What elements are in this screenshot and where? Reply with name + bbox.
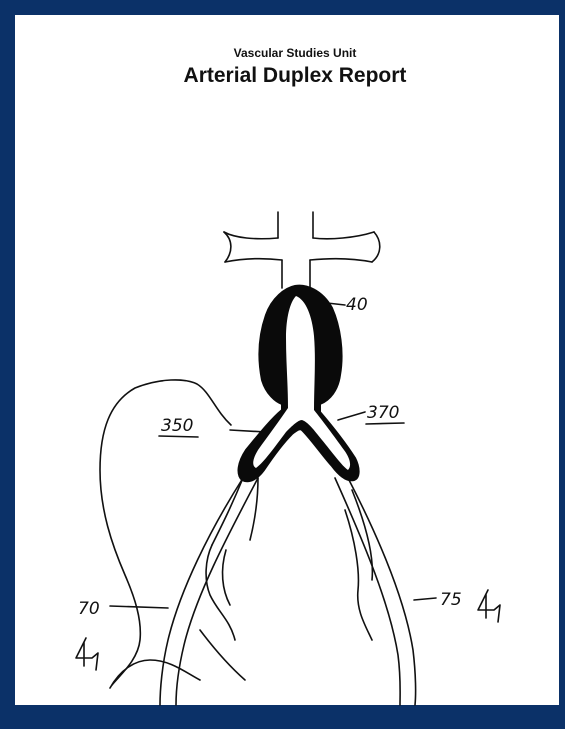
underline-350 [159,436,198,437]
label-left-common-iliac-value: 370 [367,403,399,423]
pelvis-inner-curve [110,660,200,688]
waveform-right-icon [76,638,98,670]
left-iliac-artery [335,478,416,705]
leader-left-external-iliac [414,598,436,600]
underline-370 [366,423,404,424]
label-right-common-iliac-value: 350 [161,416,193,436]
right-iliac-artery [160,478,258,705]
internal-iliac-branch [200,630,245,680]
aortic-aneurysm [239,286,359,482]
leader-right-external-iliac [110,606,168,608]
renal-arteries [224,212,380,288]
label-left-external-iliac-value: 75 [440,590,462,610]
label-right-external-iliac-value: 70 [78,599,100,619]
waveform-left-icon [478,590,500,622]
label-aorta-value: 40 [346,295,368,315]
leader-left-common-iliac [338,412,365,420]
